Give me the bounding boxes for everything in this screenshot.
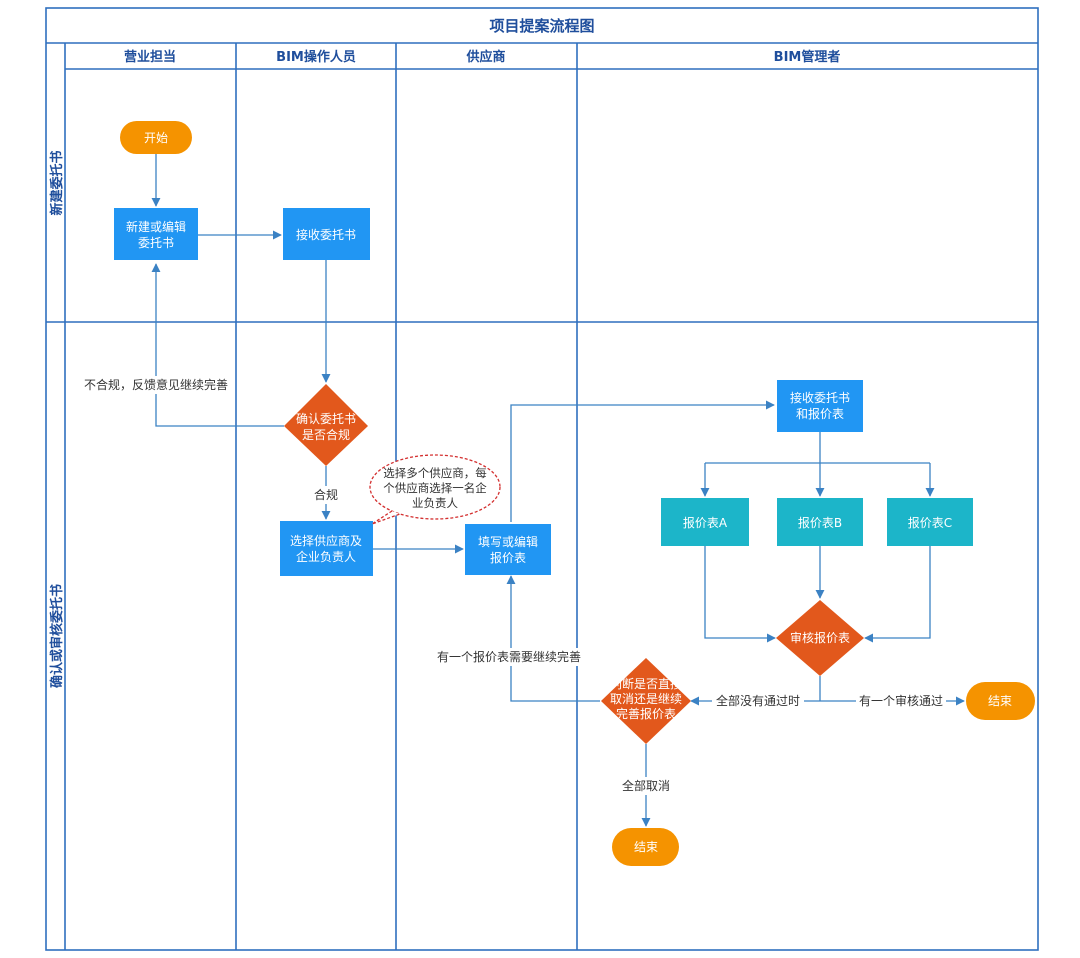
node-judge[interactable]: 判断是否直接 取消还是继续 完善报价表 [601,658,691,744]
lane-header-bim-manager: BIM管理者 [774,49,841,65]
node-fill-line-2: 报价表 [490,550,526,565]
node-check-line-1: 确认委托书 [296,412,356,426]
node-quote-a[interactable]: 报价表A [661,498,749,546]
node-receive2-line-1: 接收委托书 [790,390,850,405]
note-line-3: 业负责人 [412,496,458,510]
node-create[interactable]: 新建或编辑 委托书 [114,208,198,260]
label-noncompliant: 不合规，反馈意见继续完善 [84,377,228,392]
node-end-cancelled-label: 结束 [634,840,658,854]
node-receive-quote[interactable]: 接收委托书 和报价表 [777,380,863,432]
node-judge-line-3: 完善报价表 [616,706,676,721]
edges [151,154,965,827]
node-receive-brief[interactable]: 接收委托书 [283,208,370,260]
phase-label-review: 确认或审核委托书 [49,584,65,688]
node-receive2-line-2: 和报价表 [796,406,844,421]
node-receive-brief-label: 接收委托书 [296,227,356,242]
node-create-line-2: 委托书 [138,236,174,250]
node-fill-line-1: 填写或编辑 [478,534,538,549]
node-end-passed[interactable]: 结束 [966,682,1035,720]
edge-check-noncompliant [151,263,284,427]
swimlane-frame [45,7,1039,951]
note-line-2: 个供应商选择一名企 [383,481,487,495]
edge-quoteA-to-audit [704,546,776,643]
node-quote-c[interactable]: 报价表C [887,498,973,546]
node-fill-quote[interactable]: 填写或编辑 报价表 [465,524,551,575]
node-start[interactable]: 开始 [120,121,192,154]
lane-header-bim-operator: BIM操作人员 [276,49,356,65]
phase-label-new: 新建委托书 [49,150,65,215]
label-none-passed: 全部没有通过时 [716,693,800,708]
node-check-line-2: 是否合规 [302,427,350,442]
node-start-label: 开始 [144,131,168,145]
edge-quoteC-to-audit [864,546,931,643]
node-end-cancelled[interactable]: 结束 [612,828,679,866]
outer-border [45,7,1039,951]
node-quote-b-label: 报价表B [798,515,842,530]
label-compliant: 合规 [314,487,338,502]
note-line-1: 选择多个供应商，每 [383,466,487,480]
edge-judge-to-fill [506,575,600,702]
edge-labels: 不合规，反馈意见继续完善 合规 有一个报价表需要继续完善 全部没有通过时 有一个… [82,376,946,795]
note-bubble: 选择多个供应商，每 个供应商选择一名企 业负责人 [369,454,501,525]
chart-title: 项目提案流程图 [489,17,594,35]
node-judge-line-1: 判断是否直接 [610,676,682,691]
edge-fill-to-receive2 [510,400,775,522]
node-select-supplier[interactable]: 选择供应商及 企业负责人 [280,521,373,576]
node-audit-label: 审核报价表 [790,630,850,645]
label-cancel-all: 全部取消 [622,778,670,793]
lane-header-sales: 营业担当 [124,49,176,65]
label-one-passed: 有一个审核通过 [859,693,943,708]
node-audit-quote[interactable]: 审核报价表 [776,600,864,676]
node-select-line-2: 企业负责人 [296,549,356,564]
node-end-passed-label: 结束 [988,694,1012,708]
node-judge-line-2: 取消还是继续 [610,692,682,706]
node-check-compliance[interactable]: 确认委托书 是否合规 [284,384,368,466]
node-create-line-1: 新建或编辑 [126,219,186,234]
node-quote-c-label: 报价表C [908,515,952,530]
label-one-needs-fix: 有一个报价表需要继续完善 [437,649,581,664]
node-quote-b[interactable]: 报价表B [777,498,863,546]
node-quote-a-label: 报价表A [683,515,728,530]
lane-header-supplier: 供应商 [465,49,505,65]
node-select-line-1: 选择供应商及 [290,533,362,548]
